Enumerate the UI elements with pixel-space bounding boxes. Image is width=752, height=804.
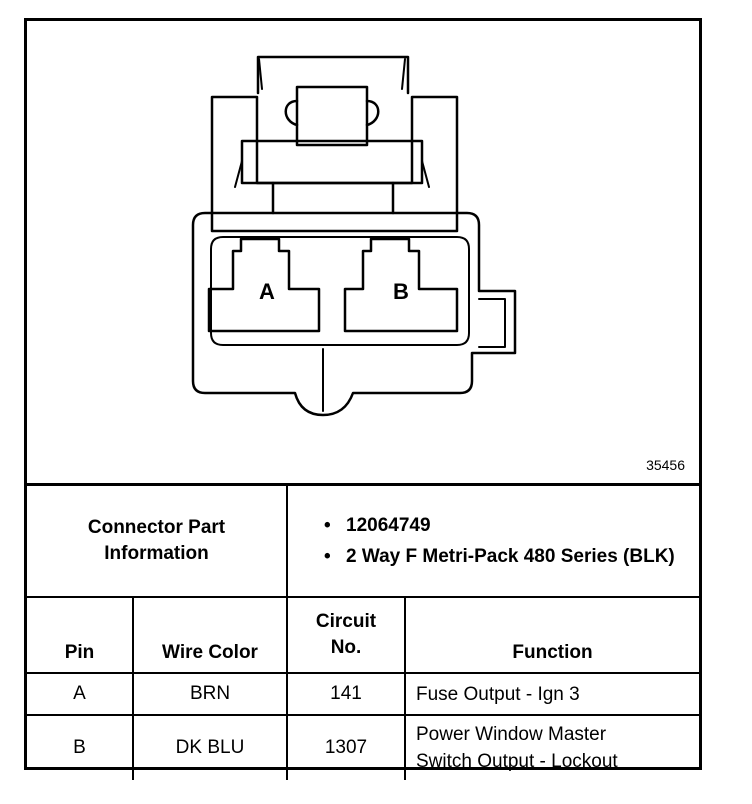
header-function: Function (404, 596, 699, 674)
connector-info-label: Connector Part Information (27, 483, 288, 598)
function-cell: Fuse Output - Ign 3 (404, 672, 699, 716)
lock-tab-inner (295, 85, 369, 147)
table-row: A BRN 141 Fuse Output - Ign 3 (27, 672, 699, 716)
connector-sheet: A B 35456 Connector Part Information 120… (24, 18, 702, 780)
circuit-cell: 141 (286, 672, 406, 716)
cavity-b-label: B (393, 279, 409, 304)
circuit-cell: 1307 (286, 714, 406, 780)
header-wire-color: Wire Color (132, 596, 288, 674)
connector-info-row: Connector Part Information 12064749 2 Wa… (27, 483, 699, 598)
cavity-b (343, 237, 459, 333)
connector-info-list: 12064749 2 Way F Metri-Pack 480 Series (… (286, 483, 699, 598)
cavity-a (207, 237, 321, 333)
collar-band (240, 139, 424, 185)
figure-number: 35456 (646, 457, 685, 473)
pin-cell: A (27, 672, 134, 716)
header-pin: Pin (27, 596, 134, 674)
function-cell: Power Window Master Switch Output - Lock… (404, 714, 699, 780)
connector-table: Connector Part Information 12064749 2 Wa… (27, 483, 699, 780)
wire-color-cell: BRN (132, 672, 288, 716)
pin-cell: B (27, 714, 134, 780)
part-number: 12064749 (324, 512, 699, 539)
lock-tab (256, 55, 410, 95)
wire-color-cell: DK BLU (132, 714, 288, 780)
table-header: Pin Wire Color Circuit No. Function (27, 596, 699, 674)
table-row: B DK BLU 1307 Power Window Master Switch… (27, 714, 699, 780)
cavity-a-label: A (259, 279, 275, 304)
header-circuit: Circuit No. (286, 596, 406, 674)
housing-upper (210, 95, 459, 233)
connector-series: 2 Way F Metri-Pack 480 Series (BLK) (324, 543, 699, 570)
housing-body (191, 211, 517, 417)
connector-drawing: A B (191, 55, 517, 417)
